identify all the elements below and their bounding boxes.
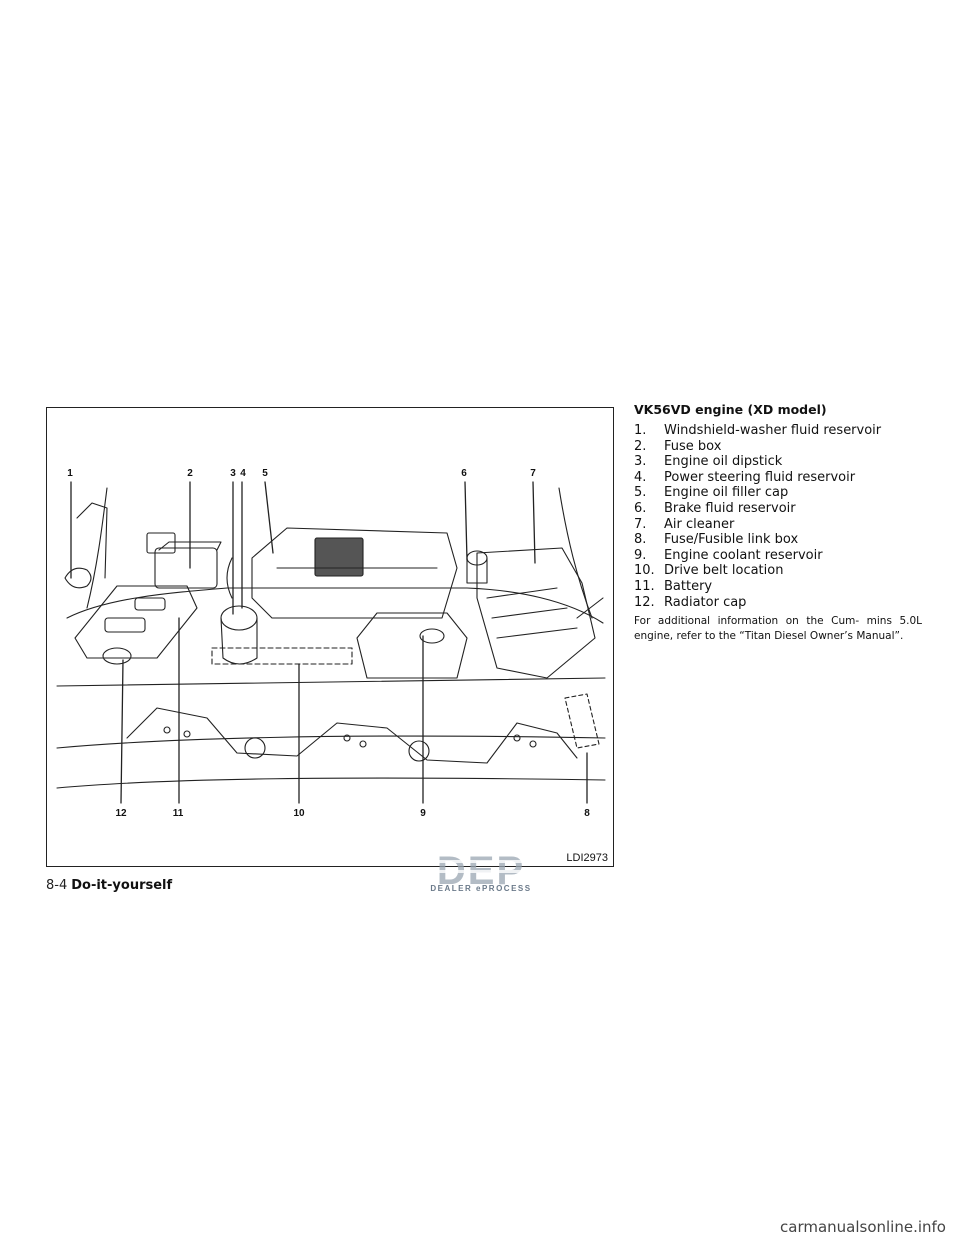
section-heading: VK56VD engine (XD model) [634, 402, 827, 417]
item-number: 12. [634, 594, 655, 610]
item-number: 5. [634, 485, 647, 501]
list-item: 11. Battery [634, 579, 924, 595]
item-number: 8. [634, 532, 647, 548]
parts-legend: VK56VD engine (XD model) 1. Windshield-wa… [634, 402, 924, 643]
list-item: 12. Radiator cap [634, 595, 924, 611]
logo-subtext: DEALER ePROCESS [430, 884, 532, 893]
list-item: 5. Engine oil filler cap [634, 485, 924, 501]
page-number: 8-4 [46, 878, 68, 893]
engine-illustration [56, 481, 606, 804]
callout-2: 2 [187, 468, 193, 479]
item-label: Brake fluid reservoir [664, 500, 796, 516]
item-label: Air cleaner [664, 516, 735, 532]
callout-10: 10 [293, 808, 305, 819]
item-label: Power steering fluid reservoir [664, 469, 856, 485]
item-label: Engine oil filler cap [664, 485, 789, 501]
figure-id: LDI2973 [566, 852, 608, 864]
parts-list: 1. Windshield-washer fluid reservoir 2. Fu… [634, 423, 924, 610]
item-label: Fuse/Fusible link box [664, 532, 799, 548]
item-label: Fuse box [664, 438, 722, 454]
item-number: 6. [634, 500, 647, 516]
list-item: 3. Engine oil dipstick [634, 454, 924, 470]
site-credit: carmanualsonline.info [780, 1218, 946, 1236]
item-number: 11. [634, 578, 655, 594]
list-item: 10. Drive belt location [634, 563, 924, 579]
item-label: Windshield-washer fluid reservoir [664, 423, 882, 438]
engine-compartment-figure: 1 2 3 4 5 6 7 12 11 10 9 8 LDI2973 [46, 407, 614, 867]
item-number: 1. [634, 423, 647, 438]
item-number: 3. [634, 454, 647, 470]
callout-8: 8 [584, 808, 590, 819]
item-label: Drive belt location [664, 563, 784, 579]
dealer-eprocess-logo: DEP [422, 849, 540, 893]
item-label: Engine coolant reservoir [664, 547, 823, 563]
callout-11: 11 [172, 808, 184, 819]
additional-info-note: For additional information on the Cum- m… [634, 615, 922, 642]
list-item: 6. Brake fluid reservoir [634, 501, 924, 517]
list-item: 7. Air cleaner [634, 517, 924, 533]
callout-3: 3 [230, 468, 236, 479]
list-item: 2. Fuse box [634, 439, 924, 455]
callout-4: 4 [240, 468, 246, 479]
section-title: Do-it-yourself [71, 878, 173, 893]
item-number: 4. [634, 469, 647, 485]
list-item: 9. Engine coolant reservoir [634, 548, 924, 564]
callout-12: 12 [115, 808, 127, 819]
item-label: Battery [664, 578, 713, 594]
item-label: Engine oil dipstick [664, 454, 783, 470]
callout-7: 7 [530, 468, 536, 479]
callout-5: 5 [262, 468, 268, 479]
list-item: 1. Windshield-washer fluid reservoir [634, 423, 924, 439]
item-number: 7. [634, 516, 647, 532]
callout-6: 6 [461, 468, 467, 479]
item-number: 9. [634, 547, 647, 563]
item-label: Radiator cap [664, 594, 747, 610]
callout-1: 1 [67, 468, 73, 479]
item-number: 2. [634, 438, 647, 454]
list-item: 8. Fuse/Fusible link box [634, 532, 924, 548]
callout-9: 9 [420, 808, 426, 819]
item-number: 10. [634, 563, 655, 579]
list-item: 4. Power steering fluid reservoir [634, 470, 924, 486]
